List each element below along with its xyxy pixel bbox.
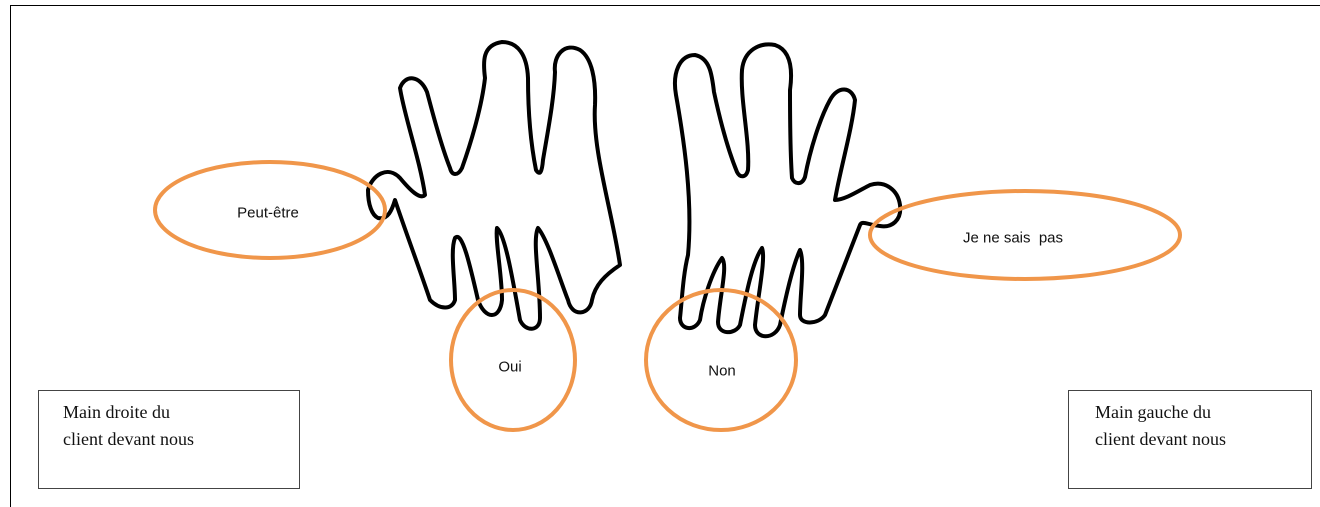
caption-right-hand-line-1: Main droite du: [63, 399, 289, 426]
label-peut-etre: Peut-être: [237, 205, 299, 222]
label-non: Non: [708, 363, 736, 380]
caption-right-hand-line-2: client devant nous: [63, 426, 289, 453]
answer-ellipses: [155, 162, 1180, 430]
caption-left-hand-line-1: Main gauche du: [1095, 399, 1301, 426]
caption-left-hand: Main gauche du client devant nous: [1068, 390, 1312, 489]
right-hand-icon: [368, 42, 620, 329]
caption-left-hand-line-2: client devant nous: [1095, 426, 1301, 453]
label-je-ne-sais-pas: Je ne sais pas: [963, 230, 1063, 247]
label-oui: Oui: [498, 359, 521, 376]
caption-right-hand: Main droite du client devant nous: [38, 390, 300, 489]
